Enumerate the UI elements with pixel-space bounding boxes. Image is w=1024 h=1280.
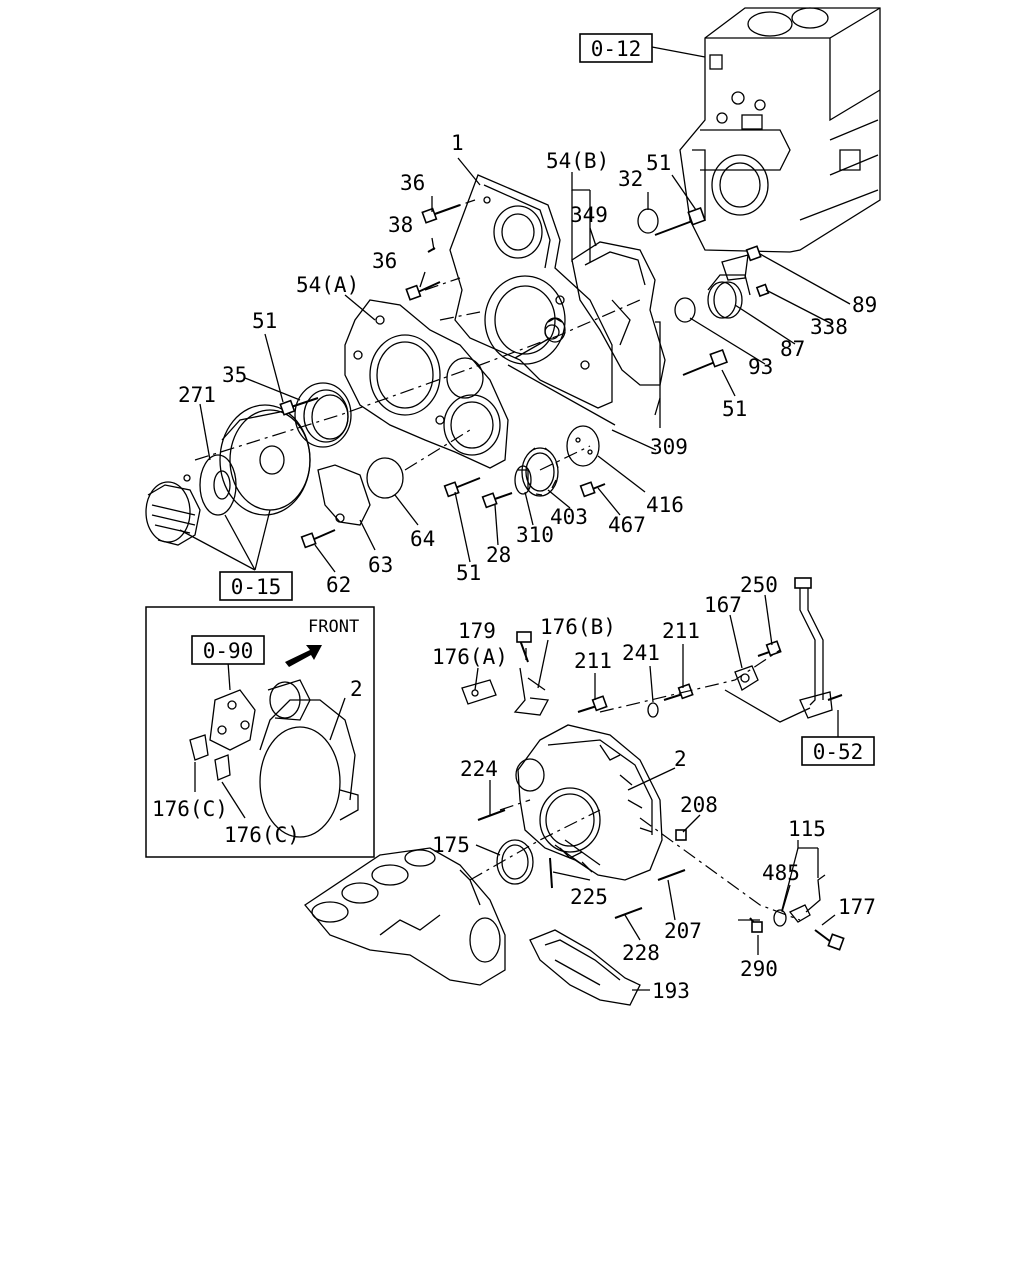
- part-label-176a: 176(A): [432, 645, 508, 669]
- part-label-338: 338: [810, 315, 848, 339]
- part-label-51: 51: [252, 309, 277, 333]
- part-label-225: 225: [570, 885, 608, 909]
- sensor-gear-small: [544, 317, 566, 343]
- ref-box-0-15: [219, 571, 293, 601]
- part-label-211: 211: [662, 619, 700, 643]
- key-pin: [183, 474, 191, 482]
- idler-shaft-310: [514, 465, 532, 495]
- inset-bracket: [189, 689, 256, 781]
- part-label-224: 224: [460, 757, 498, 781]
- part-label-93: 93: [748, 355, 773, 379]
- rear-plate-193: [529, 929, 641, 1006]
- part-label-51: 51: [722, 397, 747, 421]
- part-label-176c: 176(C): [152, 797, 228, 821]
- part-label-290: 290: [740, 957, 778, 981]
- ref-box-0-90: [191, 635, 265, 665]
- part-label-89: 89: [852, 293, 877, 317]
- part-label-167: 167: [704, 593, 742, 617]
- timing-plate-gasket: [449, 174, 613, 409]
- part-label-54a: 54(A): [296, 273, 359, 297]
- rear-plate-gasket: [571, 241, 666, 386]
- part-label-32: 32: [618, 167, 643, 191]
- ref-label-0-15: 0-15: [231, 575, 282, 599]
- bolts-top: [279, 204, 770, 549]
- part-label-175: 175: [432, 833, 470, 857]
- engine-block-lower: [304, 847, 506, 986]
- o-ring-93: [674, 297, 696, 323]
- bolts-lower: [477, 631, 845, 951]
- pulley-hub-271: [199, 454, 237, 516]
- part-label-179: 179: [458, 619, 496, 643]
- ref-label-0-90: 0-90: [203, 639, 254, 663]
- part-label-310: 310: [516, 523, 554, 547]
- part-label-1: 1: [451, 131, 464, 155]
- o-ring-64: [366, 457, 404, 499]
- ref-label-0-52: 0-52: [813, 740, 864, 764]
- part-label-28: 28: [486, 543, 511, 567]
- leaders-lower: [474, 594, 839, 991]
- part-label-63: 63: [368, 553, 393, 577]
- leader-0-12: [651, 46, 706, 58]
- part-label-62: 62: [326, 573, 351, 597]
- part-label-177: 177: [838, 895, 876, 919]
- thrust-plate-416: [566, 425, 600, 467]
- part-label-36: 36: [400, 171, 425, 195]
- part-label-38: 38: [388, 213, 413, 237]
- part-label-54b: 54(B): [546, 149, 609, 173]
- part-label-485: 485: [762, 861, 800, 885]
- engine-block-top: [679, 7, 881, 253]
- part-label-207: 207: [664, 919, 702, 943]
- leaders-top: [179, 157, 851, 573]
- part-label-2: 2: [674, 747, 687, 771]
- part-label-176c: 176(C): [224, 823, 300, 847]
- part-label-467: 467: [608, 513, 646, 537]
- ref-box-0-52: [801, 736, 875, 766]
- part-label-349: 349: [570, 203, 608, 227]
- part-label-176b: 176(B): [540, 615, 616, 639]
- ref-label-0-12: 0-12: [591, 37, 642, 61]
- part-label-271: 271: [178, 383, 216, 407]
- part-label-2-inset: 2: [350, 677, 363, 701]
- part-labels: 1 36 38 36 54(A) 54(B) 32 51 349 89 338 …: [152, 131, 877, 1003]
- inset-timing-cover: [259, 679, 359, 838]
- washer-241: [647, 702, 659, 718]
- part-label-416: 416: [646, 493, 684, 517]
- center-lines-lower: [469, 649, 801, 921]
- part-label-35: 35: [222, 363, 247, 387]
- idler-gear-403: [521, 447, 559, 497]
- part-label-403: 403: [550, 505, 588, 529]
- crank-gear-sleeve: [145, 481, 201, 546]
- part-label-51: 51: [456, 561, 481, 585]
- seal-87: [707, 274, 751, 319]
- flange-167: [734, 665, 759, 691]
- brackets-176: [461, 667, 550, 716]
- front-label: FRONT: [308, 617, 359, 637]
- center-lines-top: [194, 199, 641, 471]
- part-label-115: 115: [788, 817, 826, 841]
- part-label-87: 87: [780, 337, 805, 361]
- inset-view: [145, 606, 375, 858]
- ref-box-0-12: [579, 33, 653, 63]
- part-label-36: 36: [372, 249, 397, 273]
- part-label-241: 241: [622, 641, 660, 665]
- part-label-228: 228: [622, 941, 660, 965]
- part-label-250: 250: [740, 573, 778, 597]
- sensor-115: [773, 874, 826, 927]
- part-label-64: 64: [410, 527, 435, 551]
- oil-seal-35: [294, 382, 352, 448]
- part-label-51: 51: [646, 151, 671, 175]
- o-ring-32: [637, 208, 659, 234]
- part-label-211: 211: [574, 649, 612, 673]
- timing-case-2: [515, 724, 663, 881]
- part-label-193: 193: [652, 979, 690, 1003]
- pipe-250: [794, 577, 843, 719]
- part-label-309: 309: [650, 435, 688, 459]
- cover-63: [317, 464, 371, 526]
- part-label-208: 208: [680, 793, 718, 817]
- front-plate: [344, 299, 509, 469]
